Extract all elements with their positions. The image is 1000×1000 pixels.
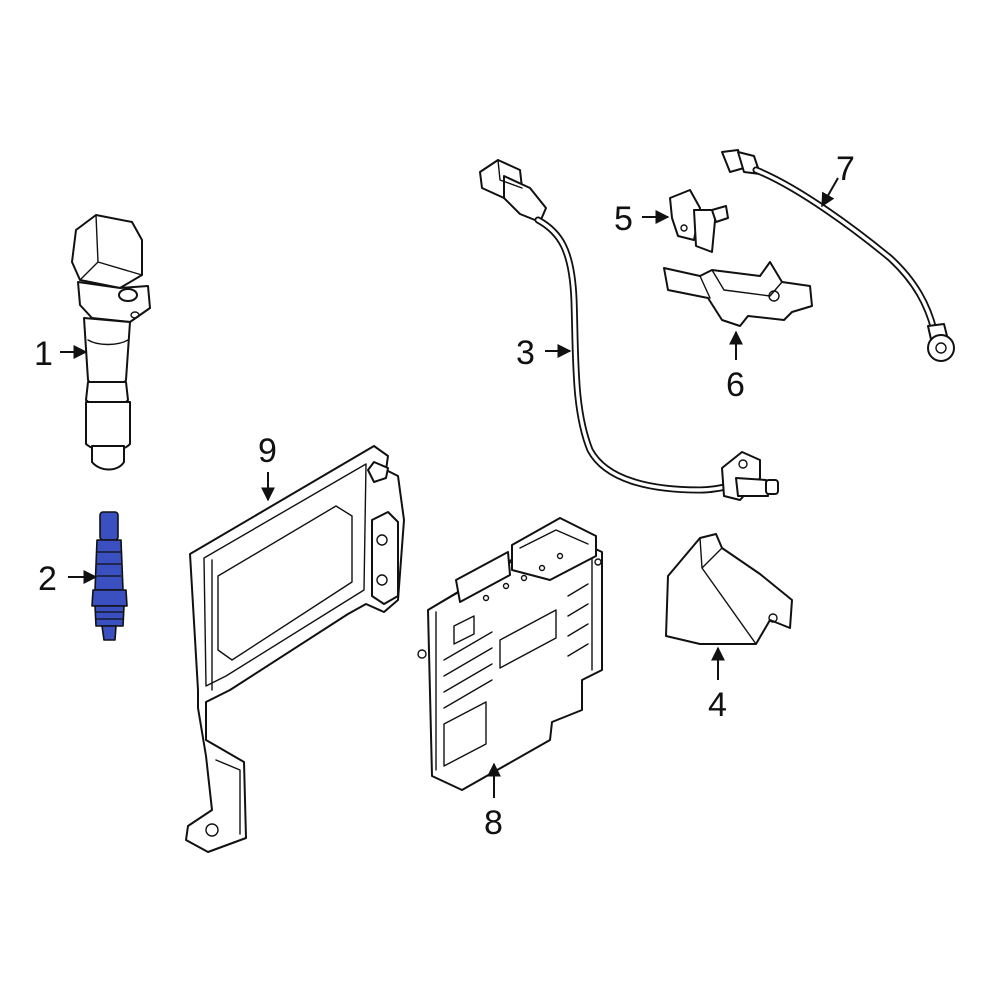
ecm-module-icon[interactable] (417, 517, 603, 791)
callout-8: 8 (484, 804, 503, 842)
callout-3: 3 (516, 334, 535, 372)
callout-5: 5 (614, 200, 633, 238)
ecm-bracket-icon[interactable] (185, 445, 405, 853)
callout-4: 4 (708, 686, 727, 724)
leader-arrows (60, 177, 839, 798)
knock-sensor-icon[interactable] (721, 149, 955, 362)
callout-1: 1 (34, 335, 53, 373)
callout-labels: 1 2 3 4 5 6 7 8 9 (34, 150, 855, 842)
crankshaft-sensor-icon[interactable] (479, 159, 779, 501)
callout-9: 9 (258, 432, 277, 470)
camshaft-sensor-icon[interactable] (669, 189, 729, 253)
callout-6: 6 (726, 366, 745, 404)
sensor-bracket-icon[interactable] (663, 261, 813, 327)
callout-2: 2 (38, 560, 57, 598)
spark-plug-icon[interactable] (91, 511, 128, 641)
sensor-shield-icon[interactable] (665, 533, 793, 645)
ignition-coil-icon[interactable] (71, 214, 151, 471)
callout-7: 7 (836, 150, 855, 188)
leader-7 (821, 177, 839, 208)
